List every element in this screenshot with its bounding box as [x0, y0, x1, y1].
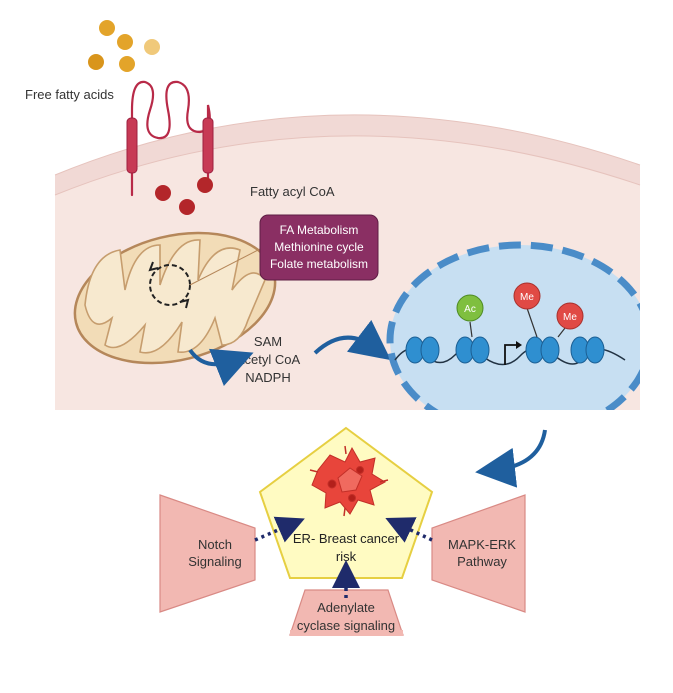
label-methyl-mark-2: Me — [563, 312, 577, 323]
metabolism-box: FA Metabolism Methionine cycle Folate me… — [259, 214, 379, 281]
free-fatty-acid-spheres — [88, 20, 160, 72]
label-acetyl-mark: Ac — [464, 304, 476, 315]
nucleus-icon — [386, 241, 640, 411]
methyl-mark — [513, 282, 541, 310]
methyl-mark — [556, 302, 584, 330]
mapk-erk-shape: MAPK-ERK Pathway — [431, 494, 526, 613]
membrane-receptor — [126, 80, 214, 197]
nucleosome — [420, 336, 440, 364]
fatty-acid-sphere — [144, 39, 160, 55]
arrow-mito-to-metabolites — [188, 348, 254, 386]
fatty-acyl-coa-sphere — [155, 185, 171, 201]
label-nadph: NADPH — [245, 370, 291, 385]
mitochondrion-icon — [73, 231, 277, 365]
fatty-acid-sphere — [88, 54, 104, 70]
label-methyl-mark-1: Me — [520, 292, 534, 303]
nucleosome — [470, 336, 490, 364]
transcription-arrow-icon — [504, 344, 518, 365]
arrow-nucleus-to-outcome — [475, 429, 547, 488]
notch-signaling-shape: Notch Signaling — [159, 494, 256, 613]
nucleosome — [540, 336, 560, 364]
label-signaling: Signaling — [188, 554, 242, 569]
arrow-metabolites-to-nucleus — [313, 319, 391, 361]
fatty-acyl-coa-sphere — [179, 199, 195, 215]
label-fatty-acyl-coa: Fatty acyl CoA — [250, 184, 335, 199]
nucleosome — [585, 336, 605, 364]
label-mapk-erk: MAPK-ERK — [448, 537, 516, 552]
fatty-acid-sphere — [117, 34, 133, 50]
acetyl-mark — [456, 294, 484, 322]
cancer-cells-icon — [309, 445, 389, 517]
adenylate-cyclase-shape: Adenylate cyclase signaling — [289, 589, 404, 636]
nucleosomes — [405, 336, 605, 364]
label-er-breast-cancer: ER- Breast cancer — [293, 531, 400, 546]
label-notch: Notch — [198, 537, 232, 552]
label-risk: risk — [336, 549, 357, 564]
fatty-acid-sphere — [119, 56, 135, 72]
fatty-acyl-coa-spheres — [155, 177, 213, 215]
label-adenylate: Adenylate — [317, 600, 375, 615]
fatty-acid-sphere — [99, 20, 115, 36]
fatty-acyl-coa-sphere — [197, 177, 213, 193]
label-cyclase-signaling: cyclase signaling — [297, 618, 395, 633]
label-acetyl-coa: Acetyl CoA — [236, 352, 301, 367]
label-methionine-cycle: Methionine cycle — [274, 240, 364, 254]
label-fa-metabolism: FA Metabolism — [280, 223, 359, 237]
cell-membrane — [55, 114, 640, 195]
label-sam: SAM — [254, 334, 282, 349]
histone-marks: Ac Me Me — [456, 282, 584, 338]
label-free-fatty-acids: Free fatty acids — [25, 87, 114, 102]
label-folate-metabolism: Folate metabolism — [270, 257, 368, 271]
label-pathway: Pathway — [457, 554, 507, 569]
